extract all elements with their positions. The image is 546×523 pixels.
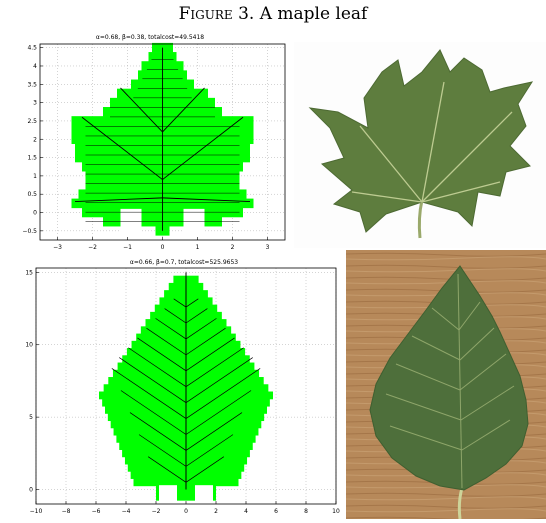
bottom-plot-vein-right-10 — [185, 308, 208, 324]
bottom-plot-vein-right-4 — [185, 368, 261, 419]
bottom-plot-vein-right-9 — [185, 318, 217, 340]
figure-title: A maple leaf — [259, 4, 368, 24]
bottom-plot-panel: α=0.66, β=0.7, totalcost=525.9653 −10 −8 −… — [0, 256, 346, 519]
top-plot-vein-6 — [162, 87, 205, 133]
maple-leaf-photo — [294, 42, 546, 248]
top-plot-ytick-label-3: 1 — [33, 173, 37, 180]
bottom-plot-xtick-label-4: −2 — [152, 508, 161, 515]
bottom-plot-leaf-shape — [99, 272, 273, 504]
bottom-plot-vein-right-11 — [185, 298, 199, 308]
bottom-plot-vein-right-7 — [185, 337, 235, 372]
bottom-plot-vein-left-7 — [137, 337, 187, 372]
bottom-plot-xtick-label-10: 10 — [332, 508, 340, 515]
serrated-leaf-photo — [346, 250, 546, 520]
bottom-plot-vein-left-8 — [146, 327, 187, 356]
bottom-plot-vein-right-6 — [185, 347, 244, 388]
top-plot-ytick-label-5: 2 — [33, 136, 37, 143]
bottom-plot-xtick-label-6: 2 — [214, 508, 218, 515]
bottom-plot-vein-left-11 — [173, 298, 187, 308]
bottom-plot-vein-right-3 — [185, 390, 252, 435]
bottom-plot-leaf-row-1 — [156, 485, 216, 494]
bottom-plot-vein-left-5 — [119, 357, 187, 403]
top-plot-notch-1 — [183, 208, 205, 239]
bottom-plot-ytick-label-3: 15 — [25, 269, 33, 276]
top-plot-xtick-label-2: −1 — [123, 244, 132, 251]
bottom-plot-xtick-label-0: −10 — [30, 508, 43, 515]
top-plot-leaf-shape — [71, 42, 254, 239]
bottom-plot-vein-left-9 — [155, 318, 187, 340]
bottom-plot-vein-left-2 — [129, 412, 187, 451]
serrated-leaf-image — [346, 250, 546, 520]
bottom-plot-xtick-label-7: 4 — [244, 508, 248, 515]
top-plot-notch-0 — [120, 208, 142, 239]
top-plot-ytick-label-9: 4 — [33, 63, 37, 70]
top-plot-ytick-label-0: −0.5 — [22, 228, 37, 235]
top-plot-vein-3 — [74, 197, 163, 202]
bottom-plot-notch-1 — [195, 485, 213, 504]
figure-caption: Figure 3. A maple leaf — [0, 4, 546, 24]
top-plot-xtick-label-3: 0 — [161, 244, 165, 251]
top-plot-xtick-label-0: −3 — [53, 244, 62, 251]
bottom-plot-leaf-row-0 — [156, 492, 216, 501]
bottom-plot-xtick-label-8: 6 — [274, 508, 278, 515]
top-plot-svg: α=0.68, β=0.38, totalcost=49.5418 −3 −2 −1… — [22, 34, 286, 251]
top-plot-xtick-label-1: −2 — [88, 244, 97, 251]
bottom-plot-xtick-label-3: −4 — [122, 508, 131, 515]
top-plot-xtick-label-6: 3 — [266, 244, 270, 251]
bottom-plot-ytick-label-2: 10 — [25, 342, 33, 349]
bottom-plot-xtick-label-2: −6 — [92, 508, 101, 515]
bottom-plot-vein-left-3 — [120, 390, 187, 435]
maple-leaf-image — [294, 42, 546, 248]
top-plot-vein-2 — [162, 116, 244, 180]
bottom-plot-title: α=0.66, β=0.7, totalcost=525.9653 — [130, 259, 238, 266]
bottom-plot-notch-0 — [159, 485, 177, 504]
bottom-plot-vein-left-4 — [111, 368, 187, 419]
bottom-plot-vein-left-6 — [128, 347, 187, 388]
bottom-plot-ytick-label-0: 0 — [29, 487, 33, 494]
top-plot-title: α=0.68, β=0.38, totalcost=49.5418 — [96, 34, 204, 41]
top-plot-vein-5 — [120, 87, 163, 133]
top-plot-vein-4 — [162, 197, 251, 202]
top-plot-ytick-label-4: 1.5 — [27, 155, 37, 162]
top-plot-ytick-label-1: 0 — [33, 210, 37, 217]
bottom-plot-vein-right-1 — [185, 434, 234, 467]
bottom-plot-vein-right-0 — [185, 456, 225, 483]
bottom-plot-xtick-label-9: 8 — [304, 508, 308, 515]
bottom-plot-vein-right-8 — [185, 327, 226, 356]
top-plot-vein-1 — [81, 116, 163, 180]
top-plot-ytick-label-10: 4.5 — [27, 45, 37, 52]
top-plot-ytick-label-6: 2.5 — [27, 118, 37, 125]
bottom-plot-ytick-label-1: 5 — [29, 414, 33, 421]
bottom-plot-xtick-label-5: 0 — [184, 508, 188, 515]
bottom-plot-xtick-label-1: −8 — [62, 508, 71, 515]
top-plot-ytick-label-8: 3.5 — [27, 81, 37, 88]
bottom-plot-svg: α=0.66, β=0.7, totalcost=525.9653 −10 −8 −… — [25, 259, 340, 515]
bottom-plot-vein-left-0 — [147, 456, 187, 483]
top-plot-xtick-label-4: 1 — [196, 244, 200, 251]
top-plot-panel: α=0.68, β=0.38, totalcost=49.5418 −3 −2 −1… — [0, 30, 292, 252]
top-plot-leaf-row-0 — [152, 42, 173, 53]
bottom-plot-vein-left-1 — [138, 434, 187, 467]
bottom-plot-vein-right-2 — [185, 412, 243, 451]
bottom-plot-vein-right-5 — [185, 357, 253, 403]
top-plot-ytick-label-2: 0.5 — [27, 191, 37, 198]
bottom-plot-vein-left-10 — [164, 308, 187, 324]
figure-label: Figure 3. — [178, 4, 255, 24]
top-plot-xtick-label-5: 2 — [231, 244, 235, 251]
top-plot-ytick-label-7: 3 — [33, 100, 37, 107]
